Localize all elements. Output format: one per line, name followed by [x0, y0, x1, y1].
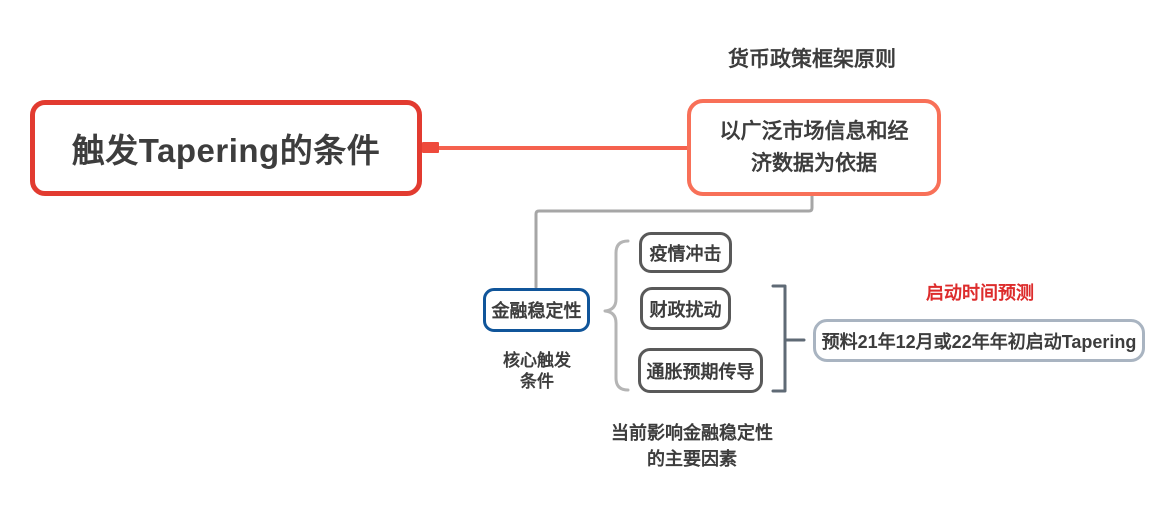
caption-core-trigger: 核心触发 条件 — [470, 350, 604, 393]
node-stability-label: 金融稳定性 — [491, 301, 582, 321]
bracket-factors-group — [771, 284, 787, 393]
caption-core-line1: 核心触发 — [503, 351, 571, 370]
caption-prediction-text: 启动时间预测 — [926, 283, 1034, 303]
caption-factors-line1: 当前影响金融稳定性 — [611, 423, 773, 443]
connector-root-anchor — [422, 142, 439, 153]
node-tapering-prediction[interactable]: 预料21年12月或22年年初启动Tapering — [813, 319, 1145, 362]
caption-policy-text: 货币政策框架原则 — [728, 48, 896, 71]
node-policy-label: 以广泛市场信息和经 济数据为依据 — [720, 116, 909, 179]
node-factor-label: 疫情冲击 — [649, 243, 722, 264]
node-factor-pandemic-shock[interactable]: 疫情冲击 — [639, 232, 732, 273]
node-policy-basis[interactable]: 以广泛市场信息和经 济数据为依据 — [687, 99, 941, 196]
caption-main-factors: 当前影响金融稳定性 的主要因素 — [592, 420, 792, 472]
node-factor-fiscal-disturbance[interactable]: 财政扰动 — [640, 287, 731, 330]
node-factor-inflation-expectation[interactable]: 通胀预期传导 — [638, 348, 763, 393]
node-factor-label: 财政扰动 — [649, 299, 722, 320]
node-prediction-label: 预料21年12月或22年年初启动Tapering — [821, 331, 1137, 352]
node-financial-stability[interactable]: 金融稳定性 — [483, 288, 590, 332]
brace-stability-to-factors — [603, 239, 630, 392]
node-root-label: 触发Tapering的条件 — [71, 132, 381, 169]
node-factor-label: 通胀预期传导 — [646, 361, 755, 382]
caption-core-line2: 条件 — [520, 372, 554, 392]
node-policy-line2: 济数据为依据 — [751, 151, 877, 175]
caption-policy-framework: 货币政策框架原则 — [662, 46, 962, 73]
node-policy-line1: 以广泛市场信息和经 — [719, 120, 909, 143]
caption-factors-line2: 的主要因素 — [647, 449, 737, 470]
node-root-topic[interactable]: 触发Tapering的条件 — [30, 100, 422, 196]
caption-launch-time-prediction: 启动时间预测 — [880, 282, 1080, 305]
